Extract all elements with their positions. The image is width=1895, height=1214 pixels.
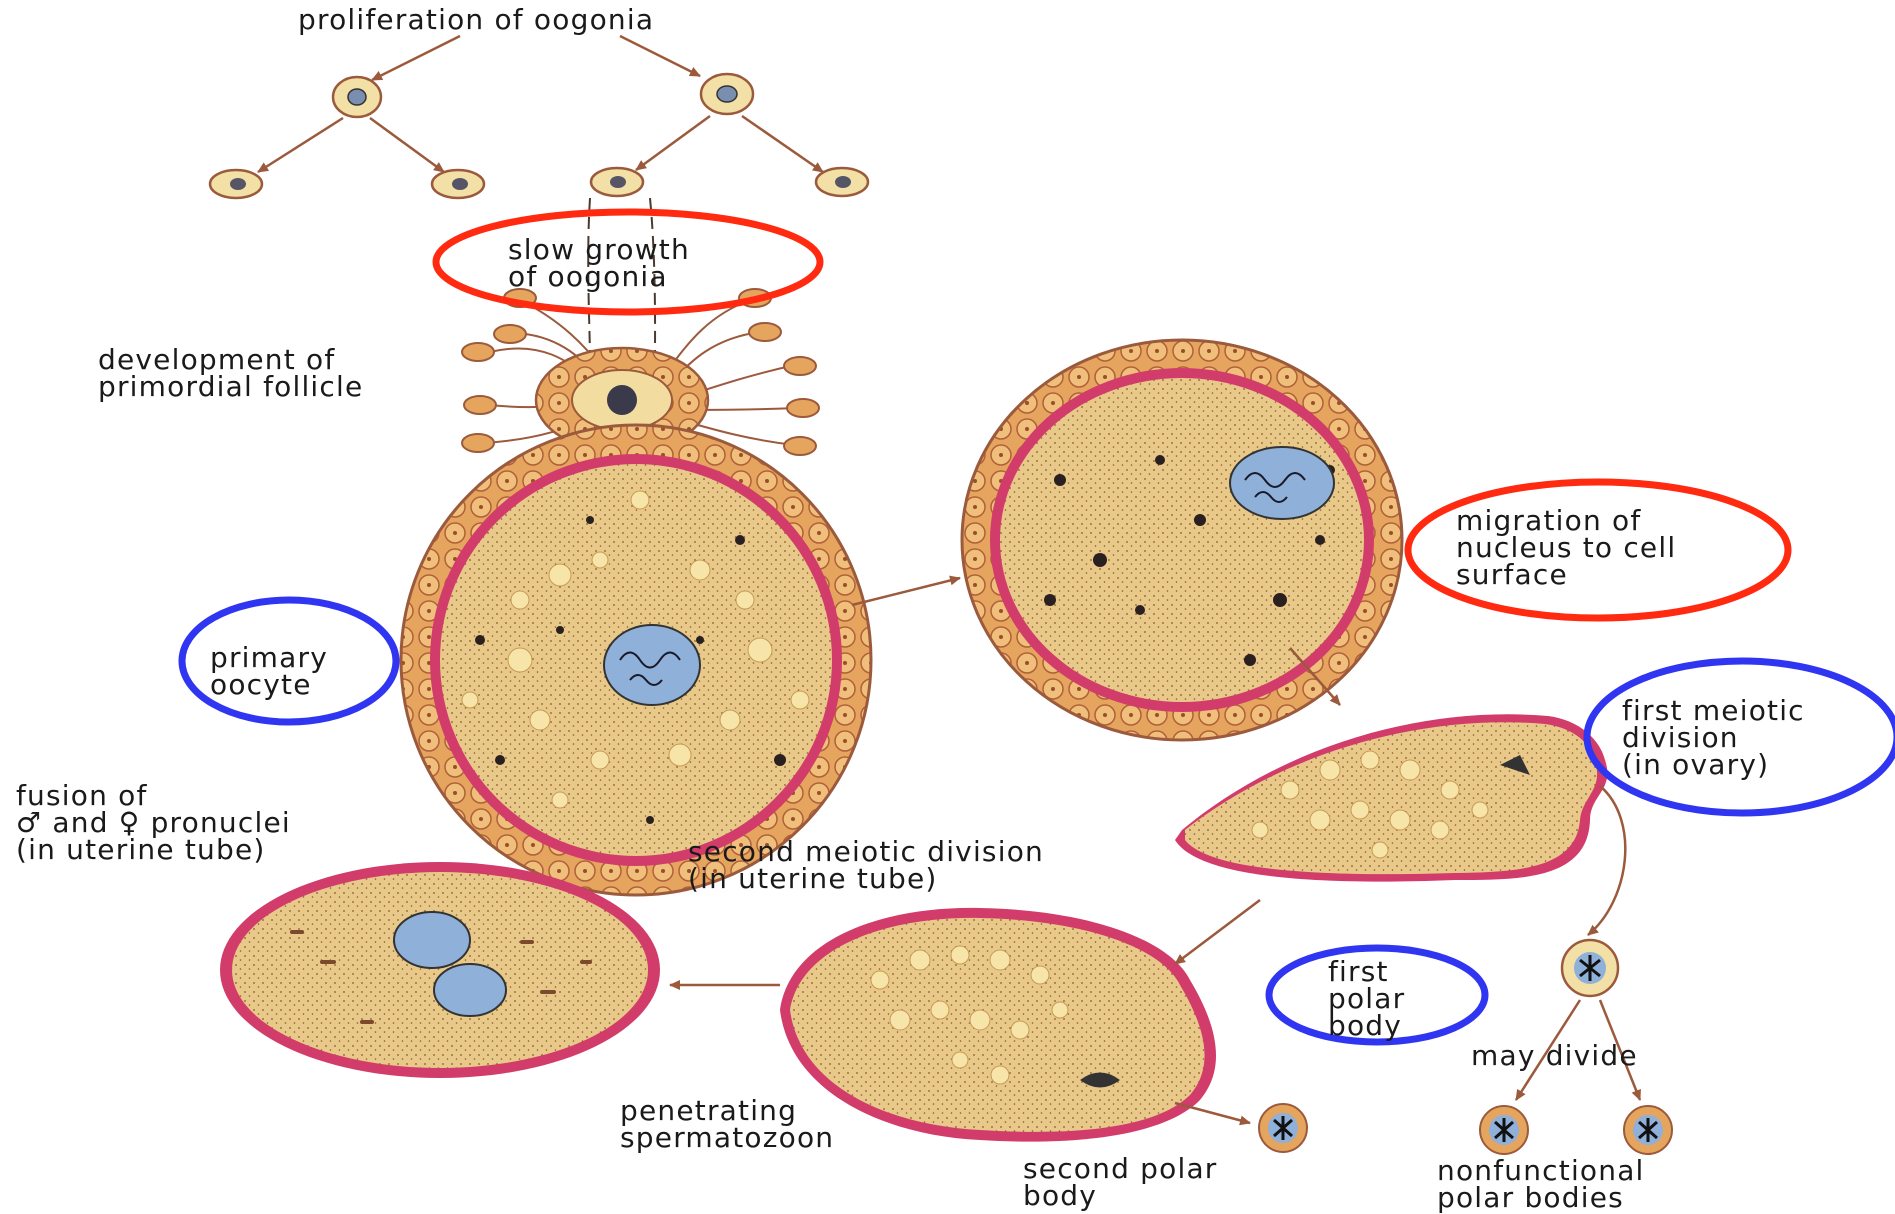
migration-oocyte-cell [962, 340, 1402, 740]
label-nonfunctional-polar-bodies: nonfunctional polar bodies [1437, 1157, 1645, 1211]
label-primary-oocyte: primary oocyte [210, 644, 328, 698]
label-primordial-follicle: development of primordial follicle [98, 346, 363, 400]
label-second-meiotic-division: second meiotic division (in uterine tube… [688, 838, 1044, 892]
nonfunctional-polar-body-cell [1624, 1106, 1672, 1154]
first-polar-body-cell [1562, 940, 1618, 996]
oogonium-cell [432, 170, 484, 198]
label-proliferation-of-oogonia: proliferation of oogonia [298, 6, 654, 33]
nonfunctional-polar-body-cell [1480, 1106, 1528, 1154]
label-migration-of-nucleus: migration of nucleus to cell surface [1456, 507, 1676, 588]
oogonium-cell [333, 77, 381, 117]
fusion-cell [220, 862, 660, 1078]
primary-oocyte-cell [401, 425, 871, 895]
oogonium-cell [701, 74, 753, 114]
second-meiotic-cell [780, 908, 1216, 1142]
second-polar-body-cell [1259, 1104, 1307, 1152]
label-penetrating-spermatozoon: penetrating spermatozoon [620, 1097, 834, 1151]
label-slow-growth-of-oogonia: slow growth of oogonia [508, 236, 690, 290]
oogonium-cell [816, 168, 868, 196]
oogonium-cell [591, 168, 643, 196]
oogonium-cell [210, 170, 262, 198]
label-second-polar-body: second polar body [1023, 1155, 1218, 1209]
label-fusion-of-pronuclei: fusion of ♂ and ♀ pronuclei (in uterine … [16, 782, 291, 863]
label-first-polar-body: first polar body [1328, 958, 1405, 1039]
label-first-meiotic-division: first meiotic division (in ovary) [1622, 697, 1805, 778]
first-meiotic-cell [1175, 714, 1607, 881]
label-may-divide: may divide [1471, 1042, 1638, 1069]
